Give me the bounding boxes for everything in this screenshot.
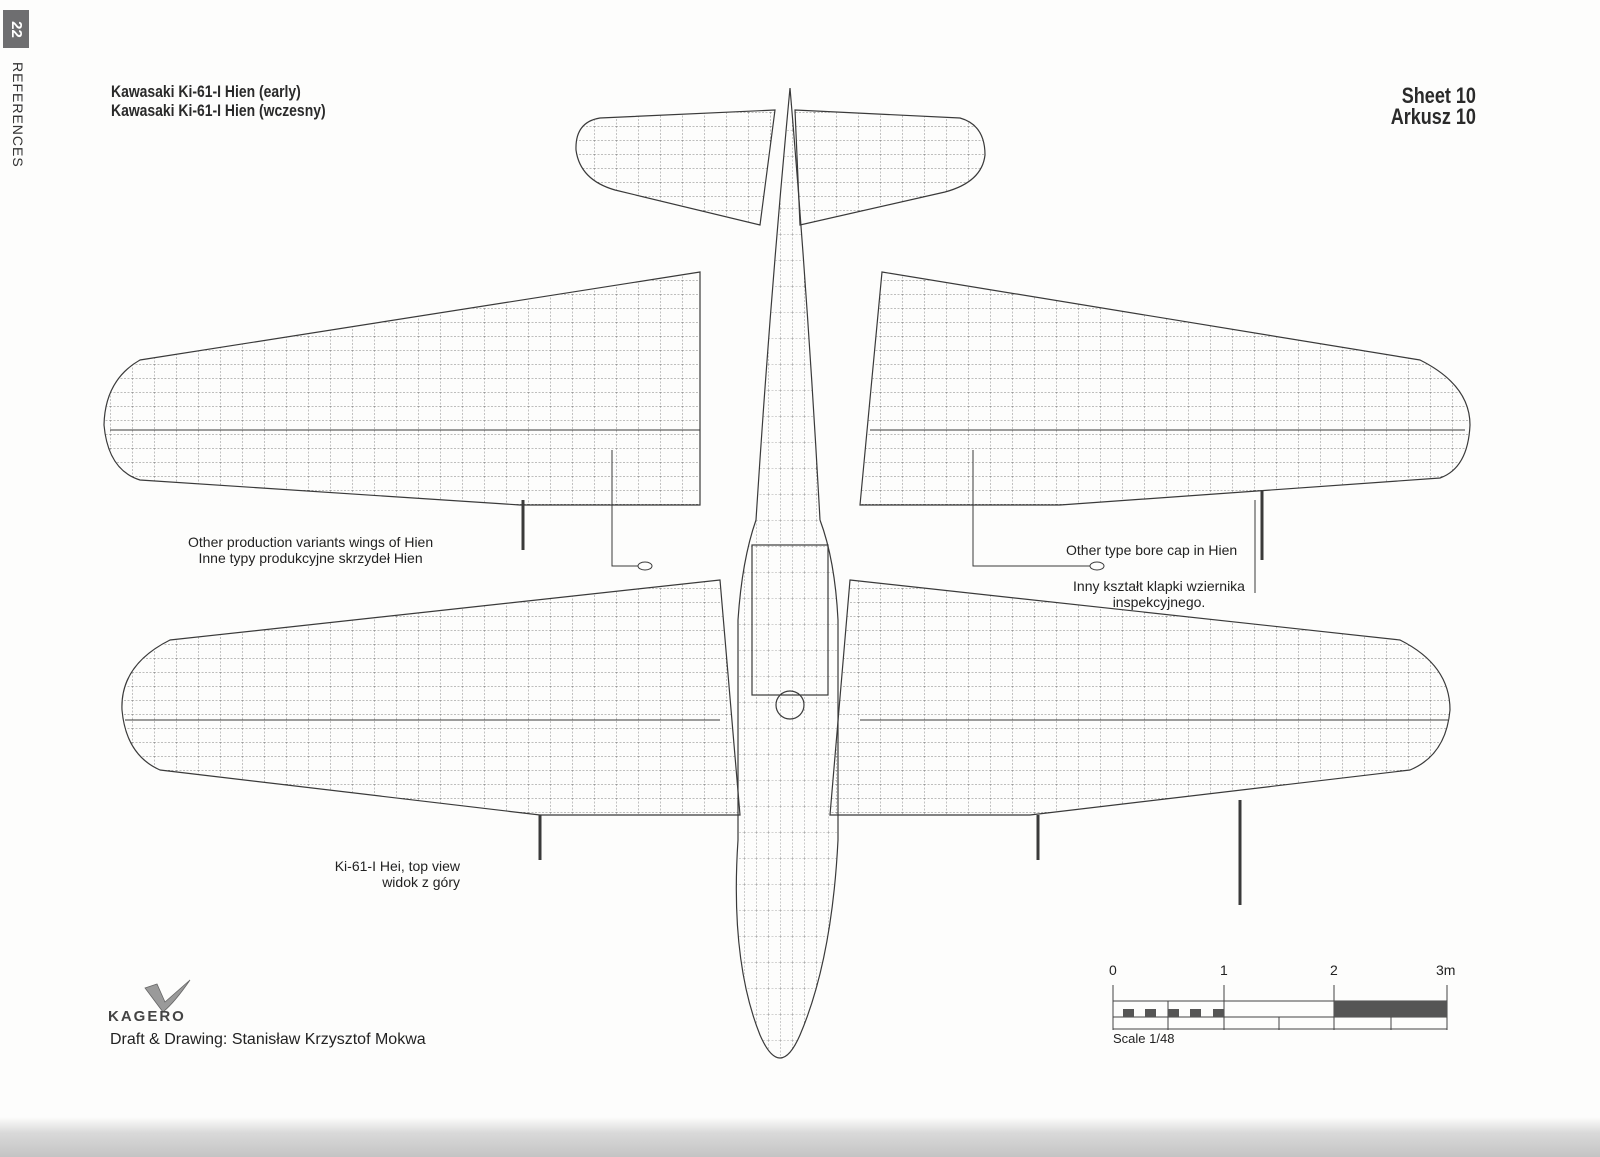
variant-wing-left [103,271,701,506]
publisher-logo: KAGERO [108,1008,186,1026]
scale-tick-1: 1 [1220,962,1228,978]
variant-wings-note: Other production variants wings of Hien … [188,534,433,566]
note-pl-1: Inny kształt klapki wziernika [1073,578,1245,594]
note-en: Other production variants wings of Hien [188,534,434,550]
variant-wing-right [859,271,1471,506]
view-caption: Ki-61-I Hei, top view widok z góry [295,858,460,890]
scale-tick-3: 3m [1436,962,1456,978]
main-wing-left [121,579,741,816]
title-english: Kawasaki Ki-61-I Hien (early) [111,82,301,101]
sheet-english: Sheet 10 [1401,83,1476,108]
bore-cap-note-en: Other type bore cap in Hien [1066,542,1238,558]
sheet-number: Sheet 10 Arkusz 10 [1390,83,1476,129]
page-title: Kawasaki Ki-61-I Hien (early) Kawasaki K… [111,82,326,120]
note-pl-2: inspekcyjnego. [1112,594,1206,610]
main-wing-right [829,579,1451,816]
scale-label: Scale 1/48 [1113,1031,1175,1046]
cockpit-detail [775,690,805,720]
scan-edge-shadow [0,1117,1600,1157]
cockpit [751,544,829,696]
tailplane-right [794,109,986,226]
tailplane-left [575,109,776,226]
scale-tick-2: 2 [1330,962,1338,978]
note-pl: Inne typy produkcyjne skrzydeł Hien [198,550,423,566]
kagero-logo-icon [144,979,191,1013]
page-number-tab: 22 [3,10,29,48]
scale-bar [1112,985,1448,1030]
drawing-credit: Draft & Drawing: Stanisław Krzysztof Mok… [110,1031,426,1048]
view-en: Ki-61-I Hei, top view [334,858,460,874]
publisher-name: KAGERO [108,1008,186,1025]
fuselage [735,87,839,1059]
title-polish: Kawasaki Ki-61-I Hien (wczesny) [111,101,326,120]
view-pl: widok z góry [382,874,460,890]
scale-tick-0: 0 [1109,962,1117,978]
bore-cap-note-pl: Inny kształt klapki wziernika inspekcyjn… [1064,578,1254,610]
sheet-polish: Arkusz 10 [1390,104,1476,129]
